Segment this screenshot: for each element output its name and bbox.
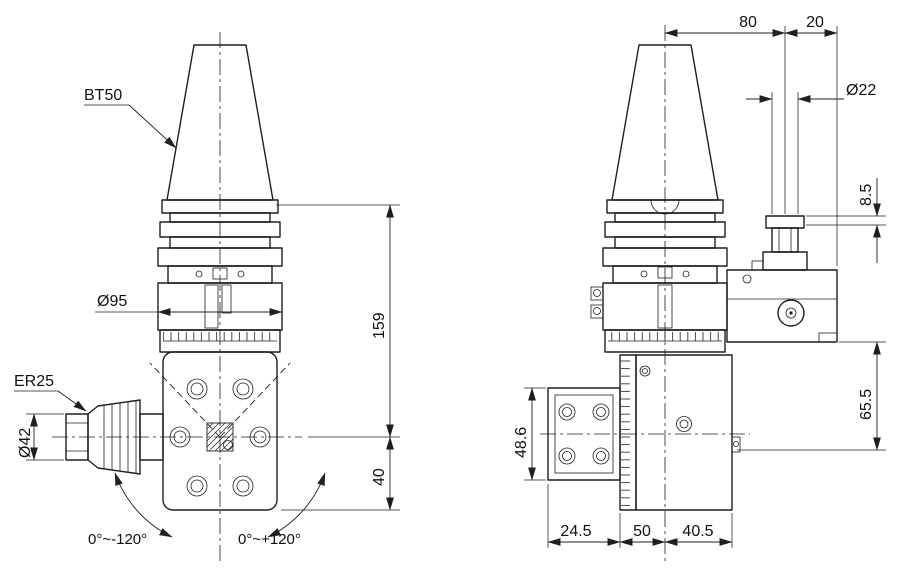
- window-pin: [223, 440, 233, 450]
- dia42-label: Ø42: [17, 428, 34, 458]
- cover-bolt: [232, 378, 254, 400]
- dim65-5-label: 65.5: [858, 389, 875, 420]
- side-stop-attachment: [726, 215, 838, 343]
- graduated-ring: [159, 329, 281, 353]
- dim48-6-label: 48.6: [513, 427, 530, 458]
- lower-head-assembly: [547, 354, 741, 511]
- dim24-5-label: 24.5: [560, 523, 591, 540]
- block-bolt: [676, 416, 692, 432]
- swivel-range: 0°~-120° 0°~+120°: [88, 362, 326, 548]
- cover-bolt: [186, 378, 208, 400]
- bt50-label: BT50: [84, 87, 122, 104]
- plate-bolt: [558, 447, 576, 465]
- dim80-label: 80: [739, 14, 757, 31]
- dim-dia42: Ø42: [17, 413, 64, 461]
- dim40-label: 40: [371, 468, 388, 486]
- left-view: BT50 ER25 Ø95 Ø42 159 40: [14, 32, 400, 562]
- dim40-5-label: 40.5: [682, 523, 713, 540]
- mount-plate: [547, 387, 621, 481]
- plate-bolt: [558, 403, 576, 421]
- dim8-5-label: 8.5: [858, 184, 875, 206]
- er25-label: ER25: [14, 373, 54, 390]
- swivel-body-side: [590, 282, 728, 331]
- graduated-ring-side: [604, 329, 726, 353]
- right-view: 80 20 Ø22 8.5 65.5 48.6: [513, 14, 886, 562]
- dim159-label: 159: [371, 312, 388, 339]
- head-block-side: [635, 354, 733, 511]
- swivel-neg-label: 0°~-120°: [88, 531, 147, 548]
- plate-bolt: [592, 447, 610, 465]
- plate-bolt: [592, 403, 610, 421]
- dim-dia22: Ø22: [746, 82, 876, 214]
- label-er25-callout: ER25: [14, 373, 87, 412]
- cover-bolt: [169, 426, 191, 448]
- dim-8-5: 8.5: [806, 178, 886, 263]
- swivel-pos-label: 0°~+120°: [238, 531, 301, 548]
- dim-65-5: 65.5: [737, 341, 886, 451]
- cover-bolt: [186, 475, 208, 497]
- dia95-label: Ø95: [97, 293, 127, 310]
- dim20-label: 20: [806, 14, 824, 31]
- cover-bolt: [249, 426, 271, 448]
- label-bt50-callout: BT50: [84, 87, 177, 149]
- dia22-label: Ø22: [846, 82, 876, 99]
- dim-heights: 159 40: [276, 204, 400, 511]
- dim-48-6: 48.6: [513, 387, 546, 481]
- dim-dia95: Ø95: [95, 293, 283, 316]
- cover-bolt: [232, 475, 254, 497]
- dim-80-20: 80 20: [664, 14, 838, 266]
- dim50-label: 50: [633, 523, 651, 540]
- bt50-taper-side: [611, 44, 719, 201]
- stop-boss: [777, 299, 805, 327]
- dim-bottom-widths: 24.5 50 40.5: [547, 484, 733, 548]
- v-flange-side: [602, 199, 728, 284]
